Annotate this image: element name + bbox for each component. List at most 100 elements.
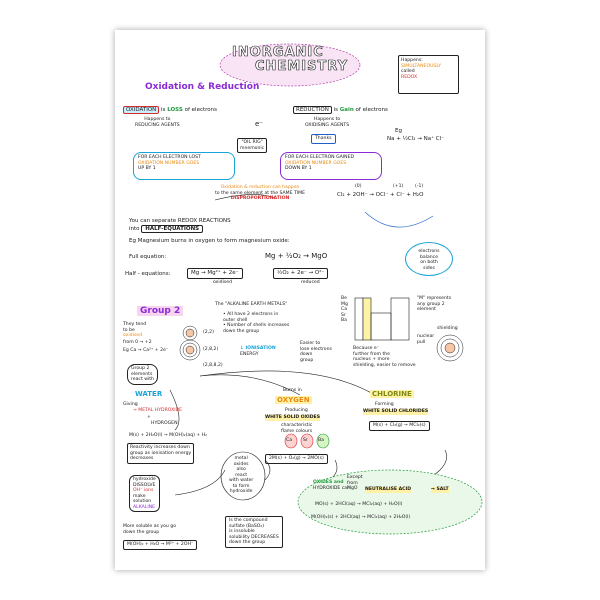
tend-oxidised: They tend to be oxidised [123,322,146,339]
oxidised-tag: oxidised [213,280,232,285]
except-line: from [347,480,358,486]
simultaneous-note: Happens: SIMULTANEOUSLY called REDOX [398,55,459,94]
white-solid-chlorides: WHITE SOLID CHLORIDES [363,409,429,415]
dissolve-equation: M(OH)₂ + H₂O → M²⁺ + 2OH⁻ [123,540,198,550]
heading-redox: Oxidation & Reduction [145,82,260,92]
reacts-with-note: Group 2 elements react with [127,364,158,385]
happens-to: Happens to [313,117,341,122]
reacts-line: Group 2 [131,366,150,371]
reacts-line: react with [131,377,154,382]
reactivity-line: decreases [130,456,154,461]
reactivity-line: group as ionisation energy [130,450,192,456]
acid-equation-2: M(OH)₂(s) + 2HCl(aq) → MCl₂(aq) + 2H₂O(l… [311,515,411,520]
mnemonic-line: "OIL RIG" [241,140,263,145]
easier-line: Easier to [300,341,321,346]
producing: Producing [285,408,308,413]
because-note: Because e⁻ further from the nucleus + mo… [353,346,416,368]
oxygen-equation: 2M(s) + O₂(g) → 2MO(s) [265,454,328,464]
is-text: is [161,107,166,113]
m-note-line: element [417,307,436,312]
oxides-line: hydroxide [229,489,253,494]
chlorine-equation: M(s) + Cl₂(g) → MCl₂(s) [369,421,430,431]
half-equation-1: Mg → Mg²⁺ + 2e⁻ [187,268,243,279]
sulfate-line: is insoluble [229,529,255,534]
flame-ca: Ca [286,438,293,443]
config-2: (2,8,2) [203,347,219,352]
except-line: MgO [347,486,358,491]
disproportionation-note: Oxidation & reduction can happen to the … [215,185,305,202]
because-line: nucleus + more [353,357,390,362]
alkaline-earth-metals: The "ALKALINE EARTH METALS" [215,302,288,307]
disprop-line: Oxidation & reduction can happen [220,185,300,190]
easier-line: group [300,357,314,363]
disprop-term: DISPROPORTIONATION [230,196,290,201]
title-line2: CHEMISTRY [255,59,349,75]
m-note-line: "M" represents [417,296,452,301]
ox-state-0: (0) [355,184,362,189]
hydroxide-line: solution [133,499,152,504]
title-line1: INORGANIC [232,45,324,61]
config-1: (2,2) [203,330,214,335]
pull-line: pull [417,339,426,345]
example-equation: Na + ½Cl₂ → Na⁺ Cl⁻ [387,136,445,142]
m-note-line: any group 2 [417,301,445,307]
ox-number-down-box: FOR EACH ELECTRON GAINED OXIDATION NUMBE… [280,152,382,180]
note-line: SIMULTANEOUSLY [401,63,442,69]
electron-symbol: e⁻ [255,120,264,128]
bullet-line: down the group [223,328,260,334]
rule-line: OXIDATION NUMBER GOES [138,160,200,166]
reactivity-line: Reactivity increases down [130,445,190,450]
of-electrons: of electrons [355,107,388,113]
metal-hydroxide: → METAL HYDROXIDE [133,408,183,413]
acid-equation-1: MO(s) + 2HCl(aq) → MCl₂(aq) + H₂O(l) [315,502,403,507]
ionisation-line: ENERGY [240,351,259,357]
of-electrons: of electrons [184,107,217,113]
reacts-line: elements [131,371,153,377]
solubility-note: More soluble as you go down the group [123,524,176,535]
thanks-bubble: Thanks [311,134,336,144]
reduction-agent: Happens to OXIDISING AGENTS [305,117,349,128]
water-heading: WATER [135,390,163,398]
oxidation-agent: Happens to REDUCING AGENTS [135,117,180,128]
element-label: Be [341,296,347,301]
hydroxide-line: make [133,493,146,499]
half-eq-intro-1: You can separate REDOX REACTIONS [129,218,231,224]
tend-line: They tend [123,322,147,327]
config-3: (2,8,8,2) [203,363,223,368]
water-giving: Giving [123,402,138,407]
chlorine-heading: CHLORINE [370,390,414,398]
connector-lines [169,43,483,535]
easier-line: lose electrons [300,346,332,352]
tend-line: oxidised [123,333,142,338]
full-equation-label: Full equation: [129,254,167,260]
note-line: Happens: [401,58,423,63]
white-solid-oxides: WHITE SOLID OXIDES [265,415,321,421]
flame-sr: Sr [303,438,308,443]
pull-line: nuclear [417,334,435,339]
rule-line: OXIDATION NUMBER GOES [285,160,347,166]
oxidation-label: OXIDATION [123,106,160,114]
element-label: Sr [341,312,346,318]
sulfate-line: solubility DECREASES [229,534,279,540]
ox-state-plus1: (+1) [393,184,404,189]
reduction-label: REDUCTION [293,106,332,114]
oxidation-definition: OXIDATION is LOSS of electrons [123,106,217,114]
oxides-line: oxides [233,461,249,467]
shielding-label: shielding [437,326,458,331]
oxides-line: metal [234,456,248,461]
gain-text: Gain [339,107,354,113]
happens-to: Happens to [144,117,171,122]
oxides-line: also [236,467,246,472]
hydrogen-label: HYDROGEN [151,421,178,426]
except-mgo: Except from MgO [347,475,363,492]
acid-line: HYDROXIDE can [313,485,350,491]
reduced-tag: reduced [301,280,320,285]
hydroxide-dissolve-note: hydroxide DISSOLVE OH⁻ ions make solutio… [129,475,160,512]
periodic-labels: Be Mg Ca Sr Ba [341,296,348,324]
neutralise-acid: NEUTRALISE ACID [365,487,412,493]
element-label: Ba [341,318,347,323]
metal-oxides-note: metal oxides also react with water to fo… [229,456,253,495]
because-line: Because e⁻ [353,346,380,351]
reactivity-note: Reactivity increases down group as ionis… [127,443,195,464]
mnemonic-line: mnemonic [240,145,265,151]
